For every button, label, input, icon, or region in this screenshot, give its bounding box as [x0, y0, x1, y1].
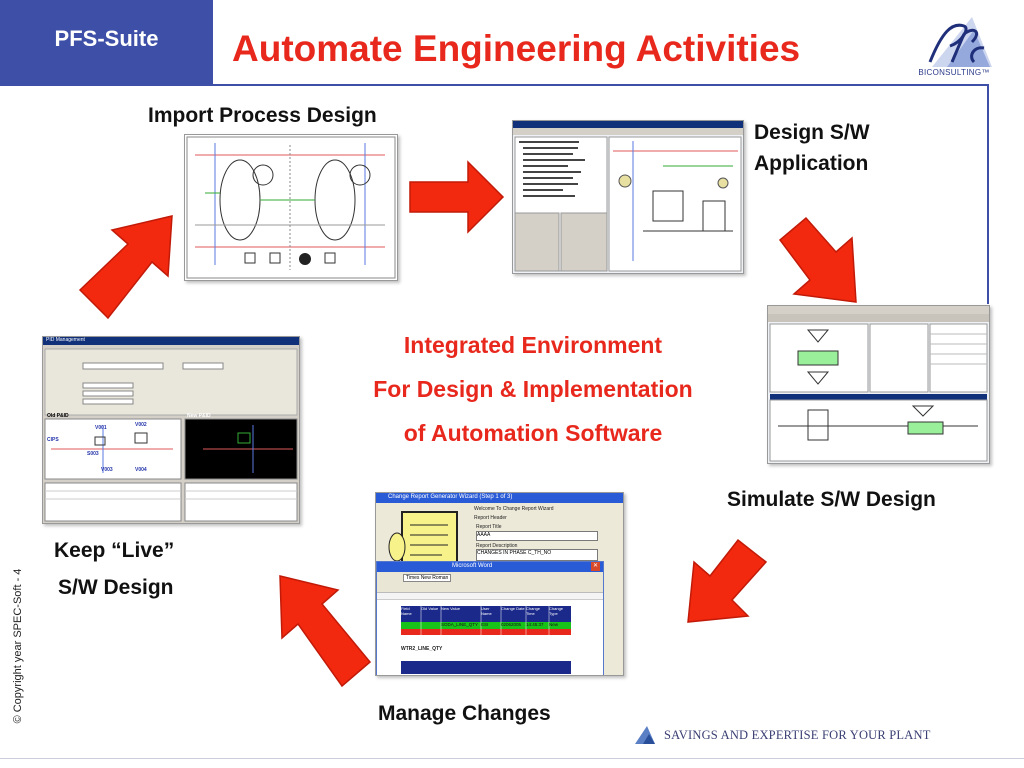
change-report-screenshot: Change Report Generator Wizard (Step 1 o… [375, 492, 624, 676]
center-line-1: Integrated Environment [403, 332, 663, 358]
header-divider [213, 84, 989, 86]
step-design-label-2: Application [754, 152, 869, 175]
footer-tagline: SAVINGS AND EXPERTISE FOR YOUR PLANT [664, 728, 931, 742]
step-design-label-1: Design S/W [754, 121, 870, 144]
company-name: BICONSULTING™ [918, 68, 990, 77]
arrow-up-right-icon [78, 215, 173, 320]
tag-v003: V003 [101, 467, 113, 473]
close-icon[interactable]: ✕ [591, 562, 600, 571]
suite-tab: PFS-Suite [0, 0, 213, 86]
word-table-header: Field Name Old Value New Value User Name… [401, 606, 564, 616]
wizard-report-header: Report Header [474, 515, 507, 521]
arrow-down-left-icon [687, 538, 768, 623]
step-keep-label-1: Keep “Live” [54, 539, 175, 562]
suite-tab-label: PFS-Suite [54, 26, 159, 51]
process-diagram-icon [186, 136, 396, 279]
pid-window-icon [44, 348, 298, 522]
pid-window-title: PID Management [46, 337, 85, 343]
footer-divider [0, 758, 1024, 759]
pid-management-screenshot: PID Management Old P&ID New P&ID V001 V0… [42, 336, 300, 524]
font-selector[interactable]: Times New Roman [403, 574, 452, 582]
word-window: Microsoft Word ✕ Times New Roman Field N… [376, 561, 604, 675]
step-import-label: Import Process Design [148, 104, 377, 127]
ruler [377, 593, 603, 600]
tag-v001: V001 [95, 425, 107, 431]
arrow-right-icon [409, 160, 505, 234]
report-title-label: Report Title [476, 524, 502, 530]
wizard-title: Change Report Generator Wizard (Step 1 o… [388, 494, 513, 500]
right-divider [987, 84, 989, 304]
step-simulate-label: Simulate S/W Design [727, 488, 936, 511]
tag-s003: S003 [87, 451, 99, 457]
report-title-input[interactable]: AAAA [476, 531, 598, 541]
center-line-3: of Automation Software [403, 420, 663, 446]
tag-v004: V004 [135, 467, 147, 473]
process-design-screenshot [184, 134, 398, 281]
design-app-window-icon [513, 121, 743, 272]
new-pid-label: New P&ID [187, 413, 211, 419]
report-desc-label: Report Description [476, 543, 518, 549]
step-keep-label-2: S/W Design [58, 576, 174, 599]
simulation-screenshot [767, 305, 990, 464]
word-section-title: WTR2_LINE_QTY [401, 646, 443, 652]
triangle-brand-icon [635, 726, 655, 744]
wizard-welcome: Welcome To Change Report Wizard [474, 506, 554, 512]
copyright-text: © Copyright year SPEC-Soft - 4 [12, 568, 24, 724]
report-desc-input[interactable]: CHANGES IN PHASE C_TH_NO [476, 549, 598, 561]
triangle-logo-icon [928, 17, 992, 67]
word-table-row: SODA_LINE_QTY ESI 02062005 14:45:37 New [441, 622, 559, 627]
word-title: Microsoft Word [452, 563, 493, 569]
arrow-up-left-icon [279, 575, 372, 688]
old-pid-label: Old P&ID [47, 413, 69, 419]
center-line-2: For Design & Implementation [373, 376, 693, 402]
arrow-down-right-icon [778, 216, 857, 303]
step-manage-label: Manage Changes [378, 702, 551, 725]
design-app-screenshot [512, 120, 744, 274]
change-table-icon [401, 606, 571, 674]
tag-cips: CIPS [47, 437, 59, 443]
simulation-window-icon [768, 306, 989, 462]
tag-v002: V002 [135, 422, 147, 428]
page-title: Automate Engineering Activities [232, 28, 801, 69]
